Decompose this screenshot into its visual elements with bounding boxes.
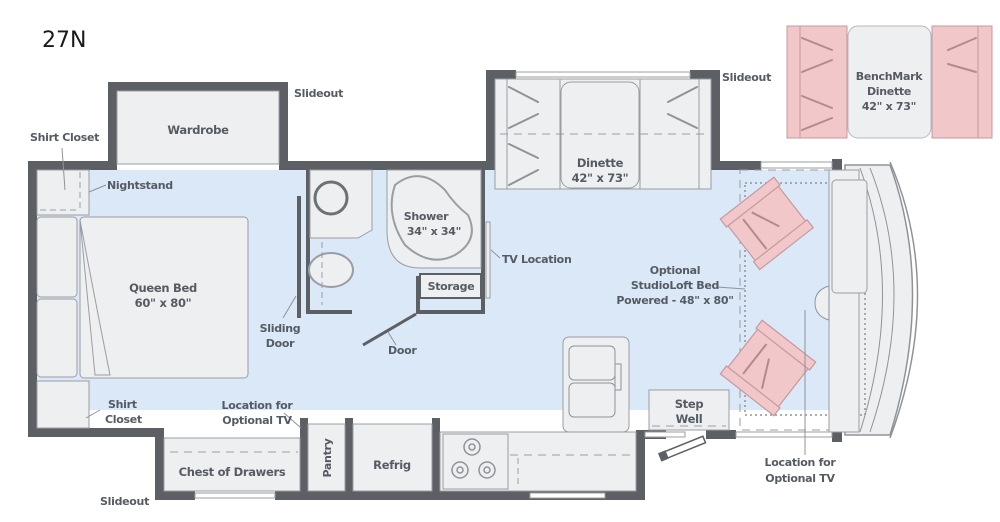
model-title: 27N [42,28,87,53]
shirt-closet-bottom [36,380,90,429]
shirt-closet-bottom-label-1: Shirt [108,398,137,411]
benchmark-dinette-option: BenchMark Dinette 42" x 73" [786,25,993,139]
studioloft-area [719,169,868,433]
wardrobe-label: Wardrobe [167,123,229,137]
storage-label: Storage [428,280,475,293]
queen-bed-label-1: Queen Bed [129,281,197,295]
sliding-door-label-1: Sliding [260,322,301,335]
walls [28,70,842,500]
queen-bed [36,216,249,379]
wardrobe [116,90,280,165]
slideout-label-top-left: Slideout [294,87,343,100]
slideout-label-bottom: Slideout [100,495,149,508]
chest-of-drawers-label: Chest of Drawers [179,465,286,479]
benchmark-dinette-label-1: BenchMark [856,70,923,83]
step-well-label-1: Step [675,397,704,411]
bathroom [306,169,485,347]
location-optional-tv-left-label-1: Location for [222,399,294,412]
dinette-label-2: 42" x 73" [572,171,629,185]
slideout-label-top-right: Slideout [722,71,771,84]
dinette [494,78,712,190]
sliding-door [297,196,301,318]
kitchen-galley [163,336,730,492]
dinette-label-1: Dinette [577,156,624,170]
location-optional-tv-left-label-2: Optional TV [222,414,292,427]
tv-location-marker [485,221,491,299]
studioloft-label-3: Powered - 48" x 80" [616,294,733,307]
shirt-closet-top-label: Shirt Closet [30,131,99,144]
location-optional-tv-right-label-1: Location for [765,456,837,469]
step-well-label-2: Well [676,412,703,426]
pantry-label: Pantry [321,438,334,477]
shirt-closet-bottom-label-2: Closet [105,413,142,426]
refrig-label: Refrig [373,458,411,472]
windows [194,71,833,499]
queen-bed-label-2: 60" x 80" [135,296,192,310]
door-label: Door [388,344,417,357]
benchmark-dinette-label-3: 42" x 73" [862,100,916,113]
studioloft-label-1: Optional [650,264,700,277]
shirt-closet-top [36,169,90,216]
sliding-door-label-2: Door [266,337,295,350]
nightstand-label: Nightstand [107,179,173,192]
shower-label-2: 34" x 34" [407,225,461,238]
studioloft-label-2: StudioLoft Bed [631,279,719,292]
location-optional-tv-right-label-2: Optional TV [765,472,835,485]
tv-location-label: TV Location [502,253,571,266]
shower-label-1: Shower [404,210,449,223]
benchmark-dinette-label-2: Dinette [867,85,911,98]
